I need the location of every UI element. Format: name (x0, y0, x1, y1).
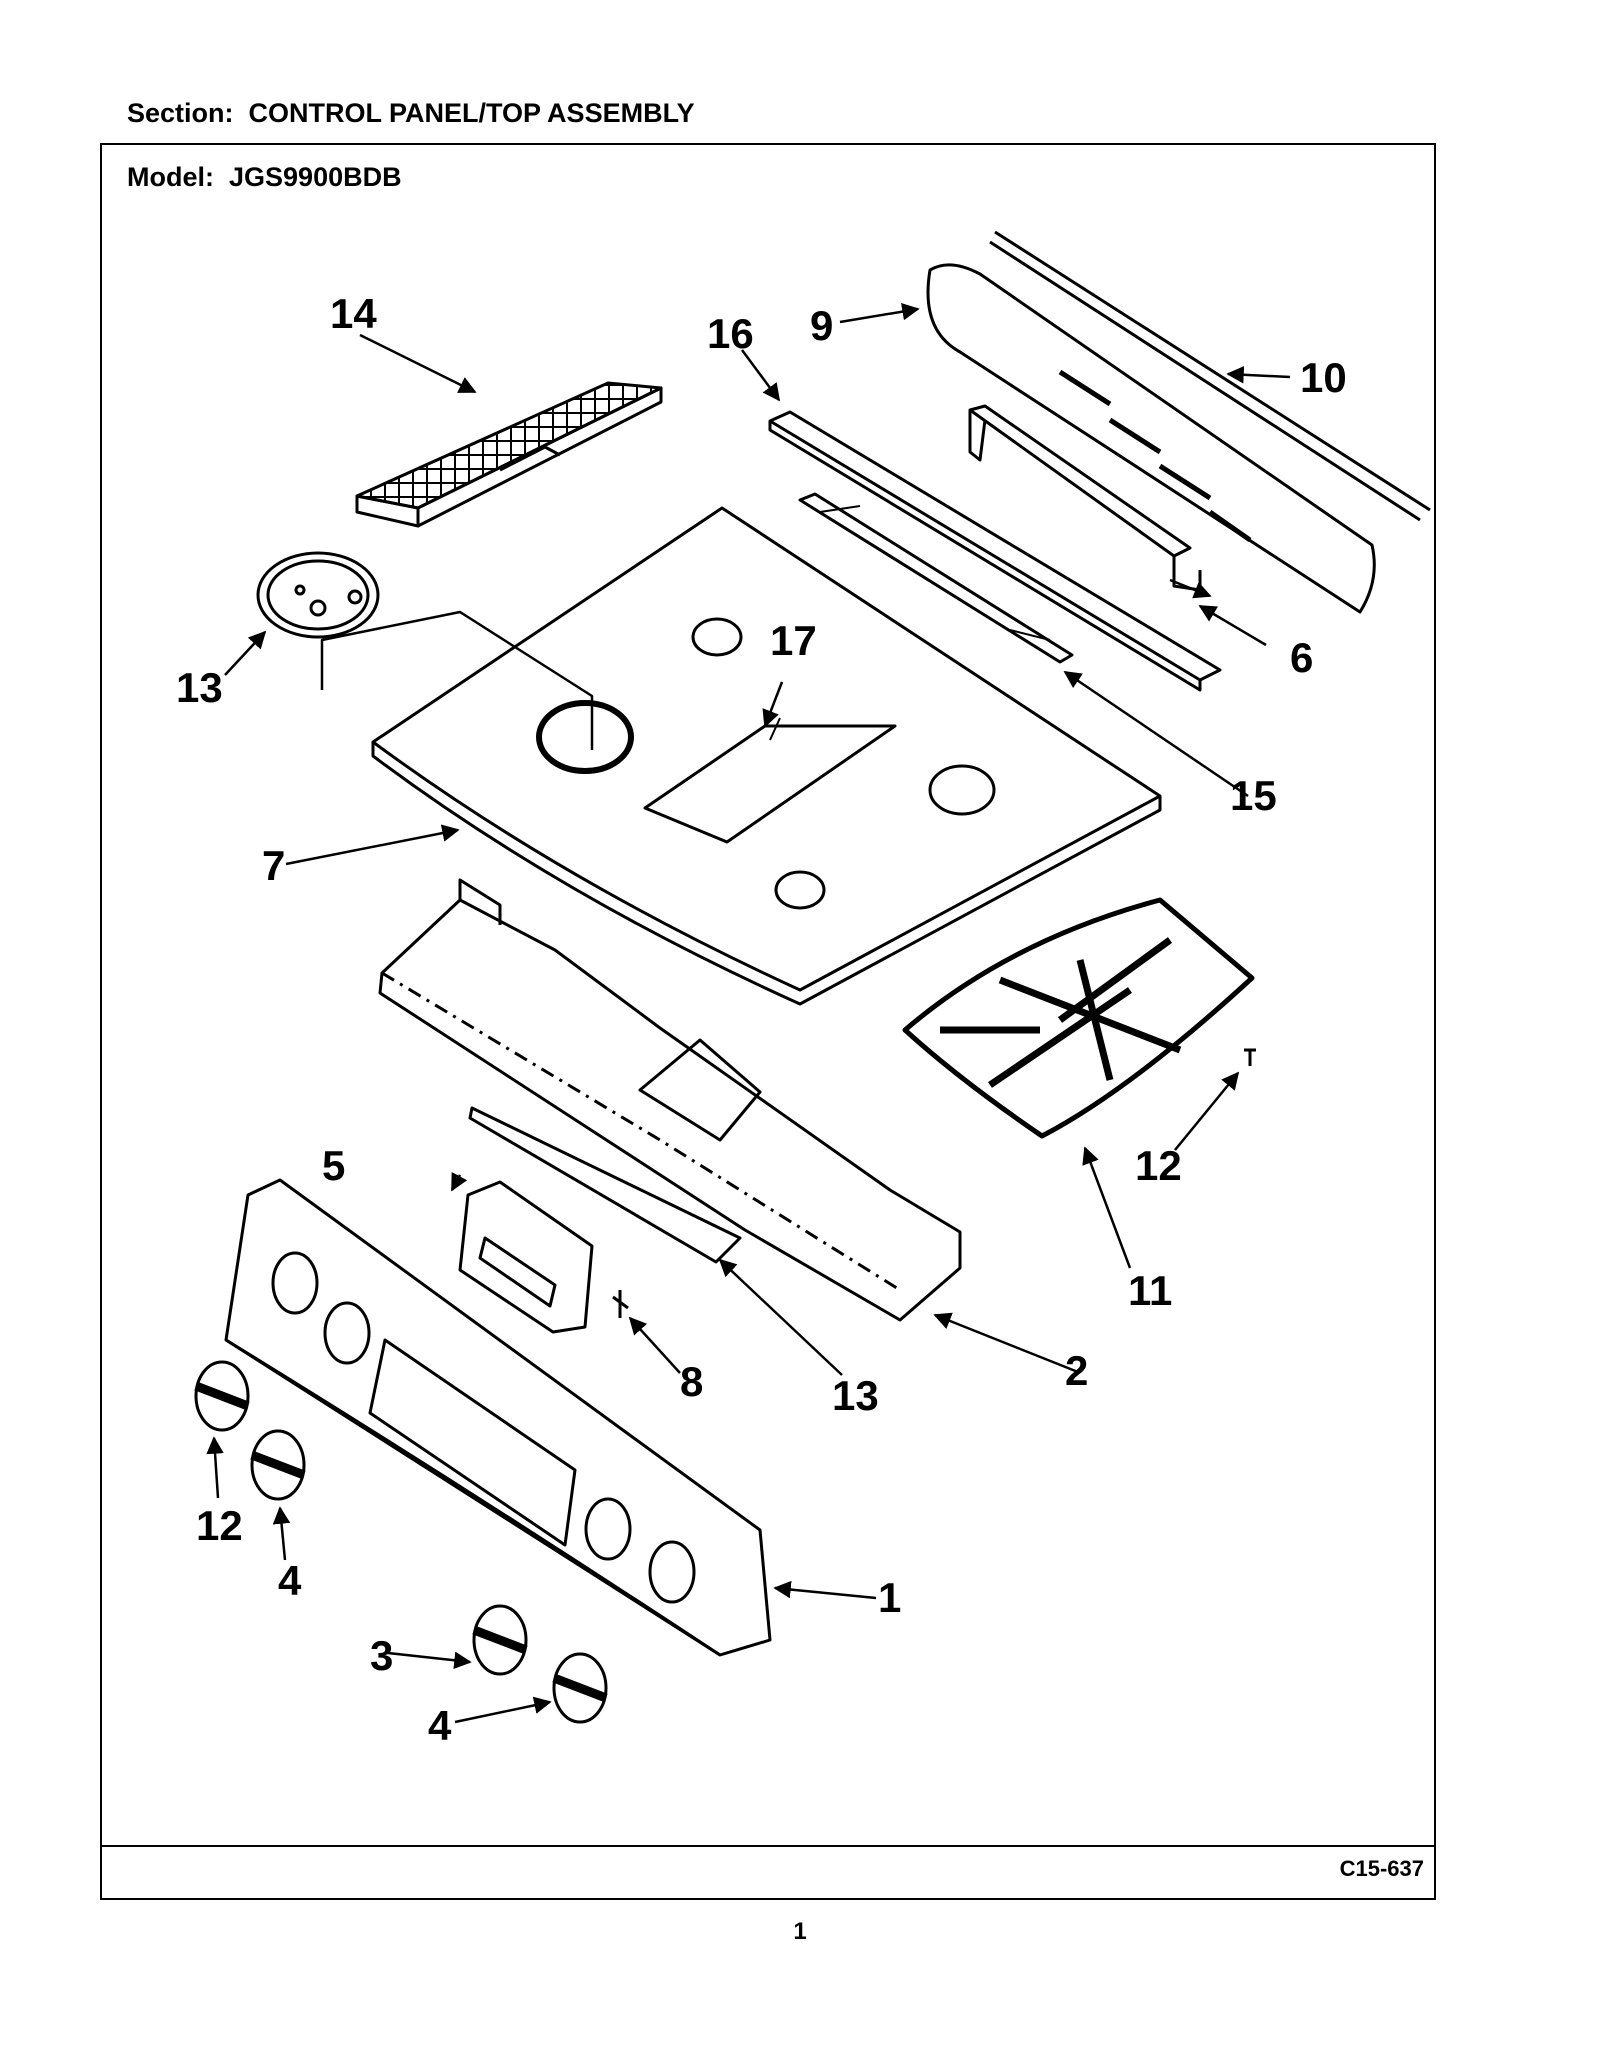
callout-7: 7 (262, 842, 285, 889)
callout-17: 15 (1230, 772, 1277, 819)
callout-12: 12 (196, 1502, 243, 1549)
diagram-frame (100, 143, 1436, 1900)
callout-6: 6 (1290, 634, 1313, 681)
knob-12-part (194, 1360, 250, 1432)
callout-15: 13 (176, 664, 223, 711)
callout-3: 3 (370, 1632, 393, 1679)
rear-bracket-part (798, 492, 1074, 664)
model-label: Model: (127, 162, 214, 192)
burner-grate-part (902, 897, 1255, 1139)
shield-plate-part (468, 1106, 742, 1264)
clock-module-part (458, 1180, 594, 1334)
knob-4-right-part (552, 1652, 608, 1724)
callout-5: 5 (322, 1142, 345, 1189)
knob-3-part (472, 1604, 528, 1676)
callout-14: 12 (1135, 1142, 1182, 1189)
section-title: Section: CONTROL PANEL/TOP ASSEMBLY (127, 98, 695, 129)
callout-numbers: 14 13 16 9 10 6 15 7 17 5 11 12 13 2 8 1… (176, 290, 1347, 1749)
page-number: 1 (793, 1918, 807, 1945)
callout-19: 17 (770, 617, 817, 664)
ring-position-lead (320, 610, 594, 750)
callout-1: 1 (878, 1574, 901, 1621)
callout-10: 10 (1300, 354, 1347, 401)
callout-13: 13 (832, 1372, 879, 1419)
clock-screw-part (612, 1290, 629, 1318)
rear-trim-part (768, 410, 1222, 692)
callout-18: 16 (707, 310, 754, 357)
diagram-code: C15-637 (1339, 1856, 1424, 1881)
main-support-panel-part (378, 878, 962, 1322)
model-title: Model: JGS9900BDB (127, 162, 402, 193)
section-value: CONTROL PANEL/TOP ASSEMBLY (248, 98, 695, 128)
knob-4-left-part (250, 1429, 306, 1501)
callout-9: 9 (810, 302, 833, 349)
model-value: JGS9900BDB (229, 162, 402, 192)
callout-4-left: 4 (278, 1557, 302, 1604)
callout-11: 11 (1128, 1267, 1172, 1314)
callout-16: 14 (330, 290, 377, 337)
control-panel-part (224, 1178, 772, 1657)
trim-rail-part (989, 230, 1431, 522)
footer-divider (100, 1845, 1436, 1847)
grate-screw-part (1244, 1048, 1256, 1066)
burner-ring-part (256, 551, 380, 639)
callout-8: 8 (680, 1358, 703, 1405)
callout-2: 2 (1065, 1347, 1088, 1394)
callout-4-right: 4 (428, 1702, 452, 1749)
section-label: Section: (127, 98, 234, 128)
griddle-grate-part (355, 381, 663, 528)
backguard-vent-part (926, 263, 1376, 614)
callout-leaders (206, 302, 1291, 1724)
cooktop-part (371, 506, 1162, 1006)
